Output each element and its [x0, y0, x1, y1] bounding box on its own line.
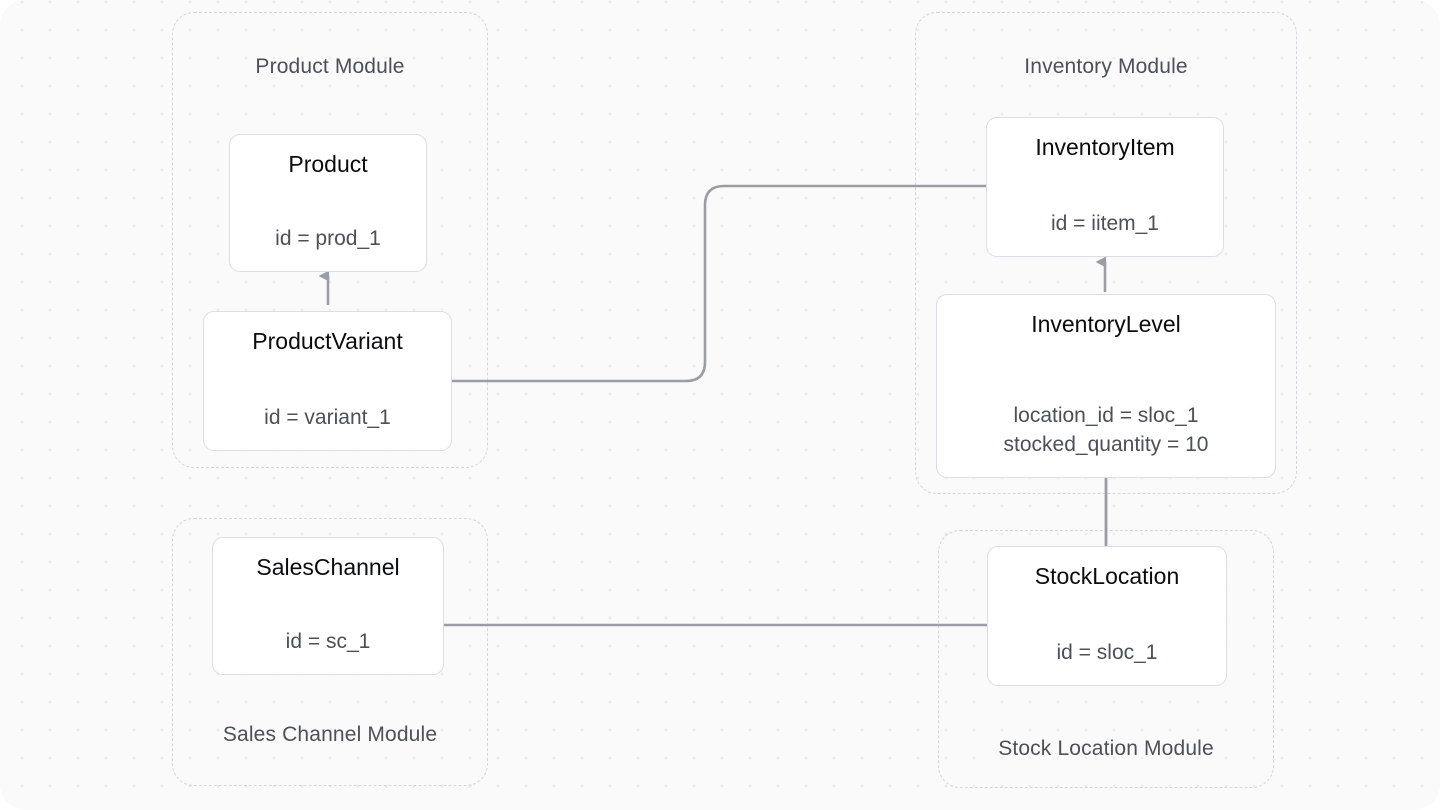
node-title-product: Product: [288, 151, 368, 177]
node-field: location_id = sloc_1: [1013, 403, 1199, 427]
node-title-inventory-item: InventoryItem: [1035, 134, 1175, 160]
node-fields-inventory-item: id = iitem_1: [1051, 210, 1159, 238]
node-field: id = variant_1: [264, 406, 391, 430]
node-field: id = iitem_1: [1051, 212, 1159, 236]
node-field: id = prod_1: [275, 227, 381, 251]
node-fields-product: id = prod_1: [275, 225, 381, 253]
module-label-product: Product Module: [255, 55, 405, 78]
module-label-stock-location: Stock Location Module: [998, 737, 1214, 760]
node-fields-product-variant: id = variant_1: [264, 404, 391, 432]
node-sales-channel[interactable]: SalesChannel id = sc_1: [212, 537, 444, 675]
node-field: id = sloc_1: [1056, 641, 1158, 665]
node-title-product-variant: ProductVariant: [252, 328, 403, 354]
node-fields-inventory-level: location_id = sloc_1 stocked_quantity = …: [1004, 402, 1209, 459]
module-label-sales-channel: Sales Channel Module: [222, 723, 438, 746]
module-label-inventory: Inventory Module: [1024, 55, 1188, 78]
node-fields-stock-location: id = sloc_1: [1057, 639, 1158, 667]
node-title-sales-channel: SalesChannel: [256, 554, 400, 580]
node-stock-location[interactable]: StockLocation id = sloc_1: [987, 546, 1227, 686]
node-title-stock-location: StockLocation: [1034, 563, 1180, 589]
node-inventory-item[interactable]: InventoryItem id = iitem_1: [986, 117, 1224, 257]
node-field: id = sc_1: [285, 630, 371, 654]
node-product[interactable]: Product id = prod_1: [229, 134, 427, 272]
node-fields-sales-channel: id = sc_1: [286, 628, 371, 656]
node-title-inventory-level: InventoryLevel: [1031, 311, 1181, 337]
node-product-variant[interactable]: ProductVariant id = variant_1: [203, 311, 452, 451]
edge-variant-to-inventory-item: [452, 184, 986, 383]
node-inventory-level[interactable]: InventoryLevel location_id = sloc_1 stoc…: [936, 294, 1276, 478]
node-field: stocked_quantity = 10: [1003, 433, 1209, 457]
